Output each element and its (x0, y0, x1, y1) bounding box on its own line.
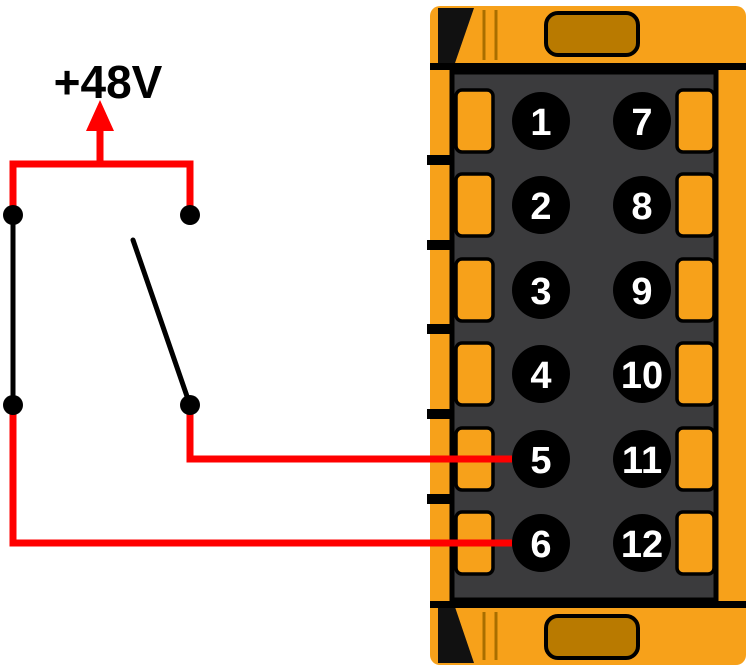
junction-dot (180, 395, 200, 415)
junction-dot (180, 205, 200, 225)
supply-arrow-up-icon (86, 100, 114, 131)
terminal-tab (675, 88, 716, 154)
connector-latch-bottom-icon (438, 607, 474, 663)
junction-dot (3, 395, 23, 415)
pin-label: 2 (530, 186, 551, 228)
terminal-tabs-right (675, 88, 716, 576)
pin-6: 6 (512, 514, 570, 572)
pin-1: 1 (512, 92, 570, 150)
pin-4: 4 (512, 345, 570, 403)
mounting-clip (427, 240, 454, 250)
connector-slot-top (544, 11, 640, 57)
pin-circle (512, 176, 570, 234)
pin-label: 6 (530, 524, 551, 566)
connector-cap-divider-top (430, 63, 746, 70)
pin-11: 11 (613, 430, 671, 488)
pin-circle (512, 345, 570, 403)
switch-arm (130, 237, 193, 408)
terminal-tab (454, 172, 495, 238)
pin-label: 10 (621, 355, 663, 397)
terminal-tab (675, 172, 716, 238)
pin-10: 10 (613, 345, 671, 403)
pin-circle (613, 176, 671, 234)
circuit: +48V (3, 56, 512, 547)
pin-circle (613, 345, 671, 403)
mounting-clips (427, 155, 454, 504)
pin-label: 11 (622, 440, 662, 482)
mounting-clip (427, 494, 454, 504)
junction-dot (3, 205, 23, 225)
wire-to-pin-5 (186, 405, 512, 463)
pin-label: 1 (530, 102, 551, 144)
pin-circle (613, 261, 671, 319)
pin-circle (512, 92, 570, 150)
pin-label: 9 (631, 271, 652, 313)
pin-3: 3 (512, 261, 570, 319)
terminal-tab (675, 426, 716, 492)
terminal-tab (454, 88, 495, 154)
pin-12: 12 (613, 514, 671, 572)
pin-label: 12 (621, 524, 663, 566)
pin-2: 2 (512, 176, 570, 234)
connector-latch-top-icon (438, 8, 474, 63)
pin-label: 4 (530, 355, 551, 397)
pin-label: 3 (530, 271, 551, 313)
connector-cap-divider-bottom (430, 601, 746, 608)
pin-panel (449, 69, 719, 603)
pin-label: 7 (631, 102, 652, 144)
pin-9: 9 (613, 261, 671, 319)
connector-slot-bottom (544, 614, 640, 660)
mounting-clip (427, 155, 454, 165)
pin-8: 8 (613, 176, 671, 234)
pin-circle (512, 261, 570, 319)
terminal-tab (454, 341, 495, 407)
supply-voltage-label: +48V (54, 56, 163, 108)
pin-circle (613, 92, 671, 150)
pin-7: 7 (613, 92, 671, 150)
pin-label: 5 (530, 440, 551, 482)
terminal-tab (454, 257, 495, 323)
mounting-clip (427, 324, 454, 334)
terminal-tab (675, 510, 716, 576)
connector: 1 2 3 4 5 6 (427, 6, 746, 665)
pin-circle (613, 430, 671, 488)
mounting-clip (427, 409, 454, 419)
wire-to-pin-6 (9, 405, 512, 547)
terminal-tab (675, 257, 716, 323)
pin-circle (512, 430, 570, 488)
pin-circle (512, 514, 570, 572)
bus-wire-top (9, 160, 194, 215)
pin-5: 5 (512, 430, 570, 488)
pin-label: 8 (631, 186, 652, 228)
pin-circle (613, 514, 671, 572)
terminal-tab (675, 341, 716, 407)
